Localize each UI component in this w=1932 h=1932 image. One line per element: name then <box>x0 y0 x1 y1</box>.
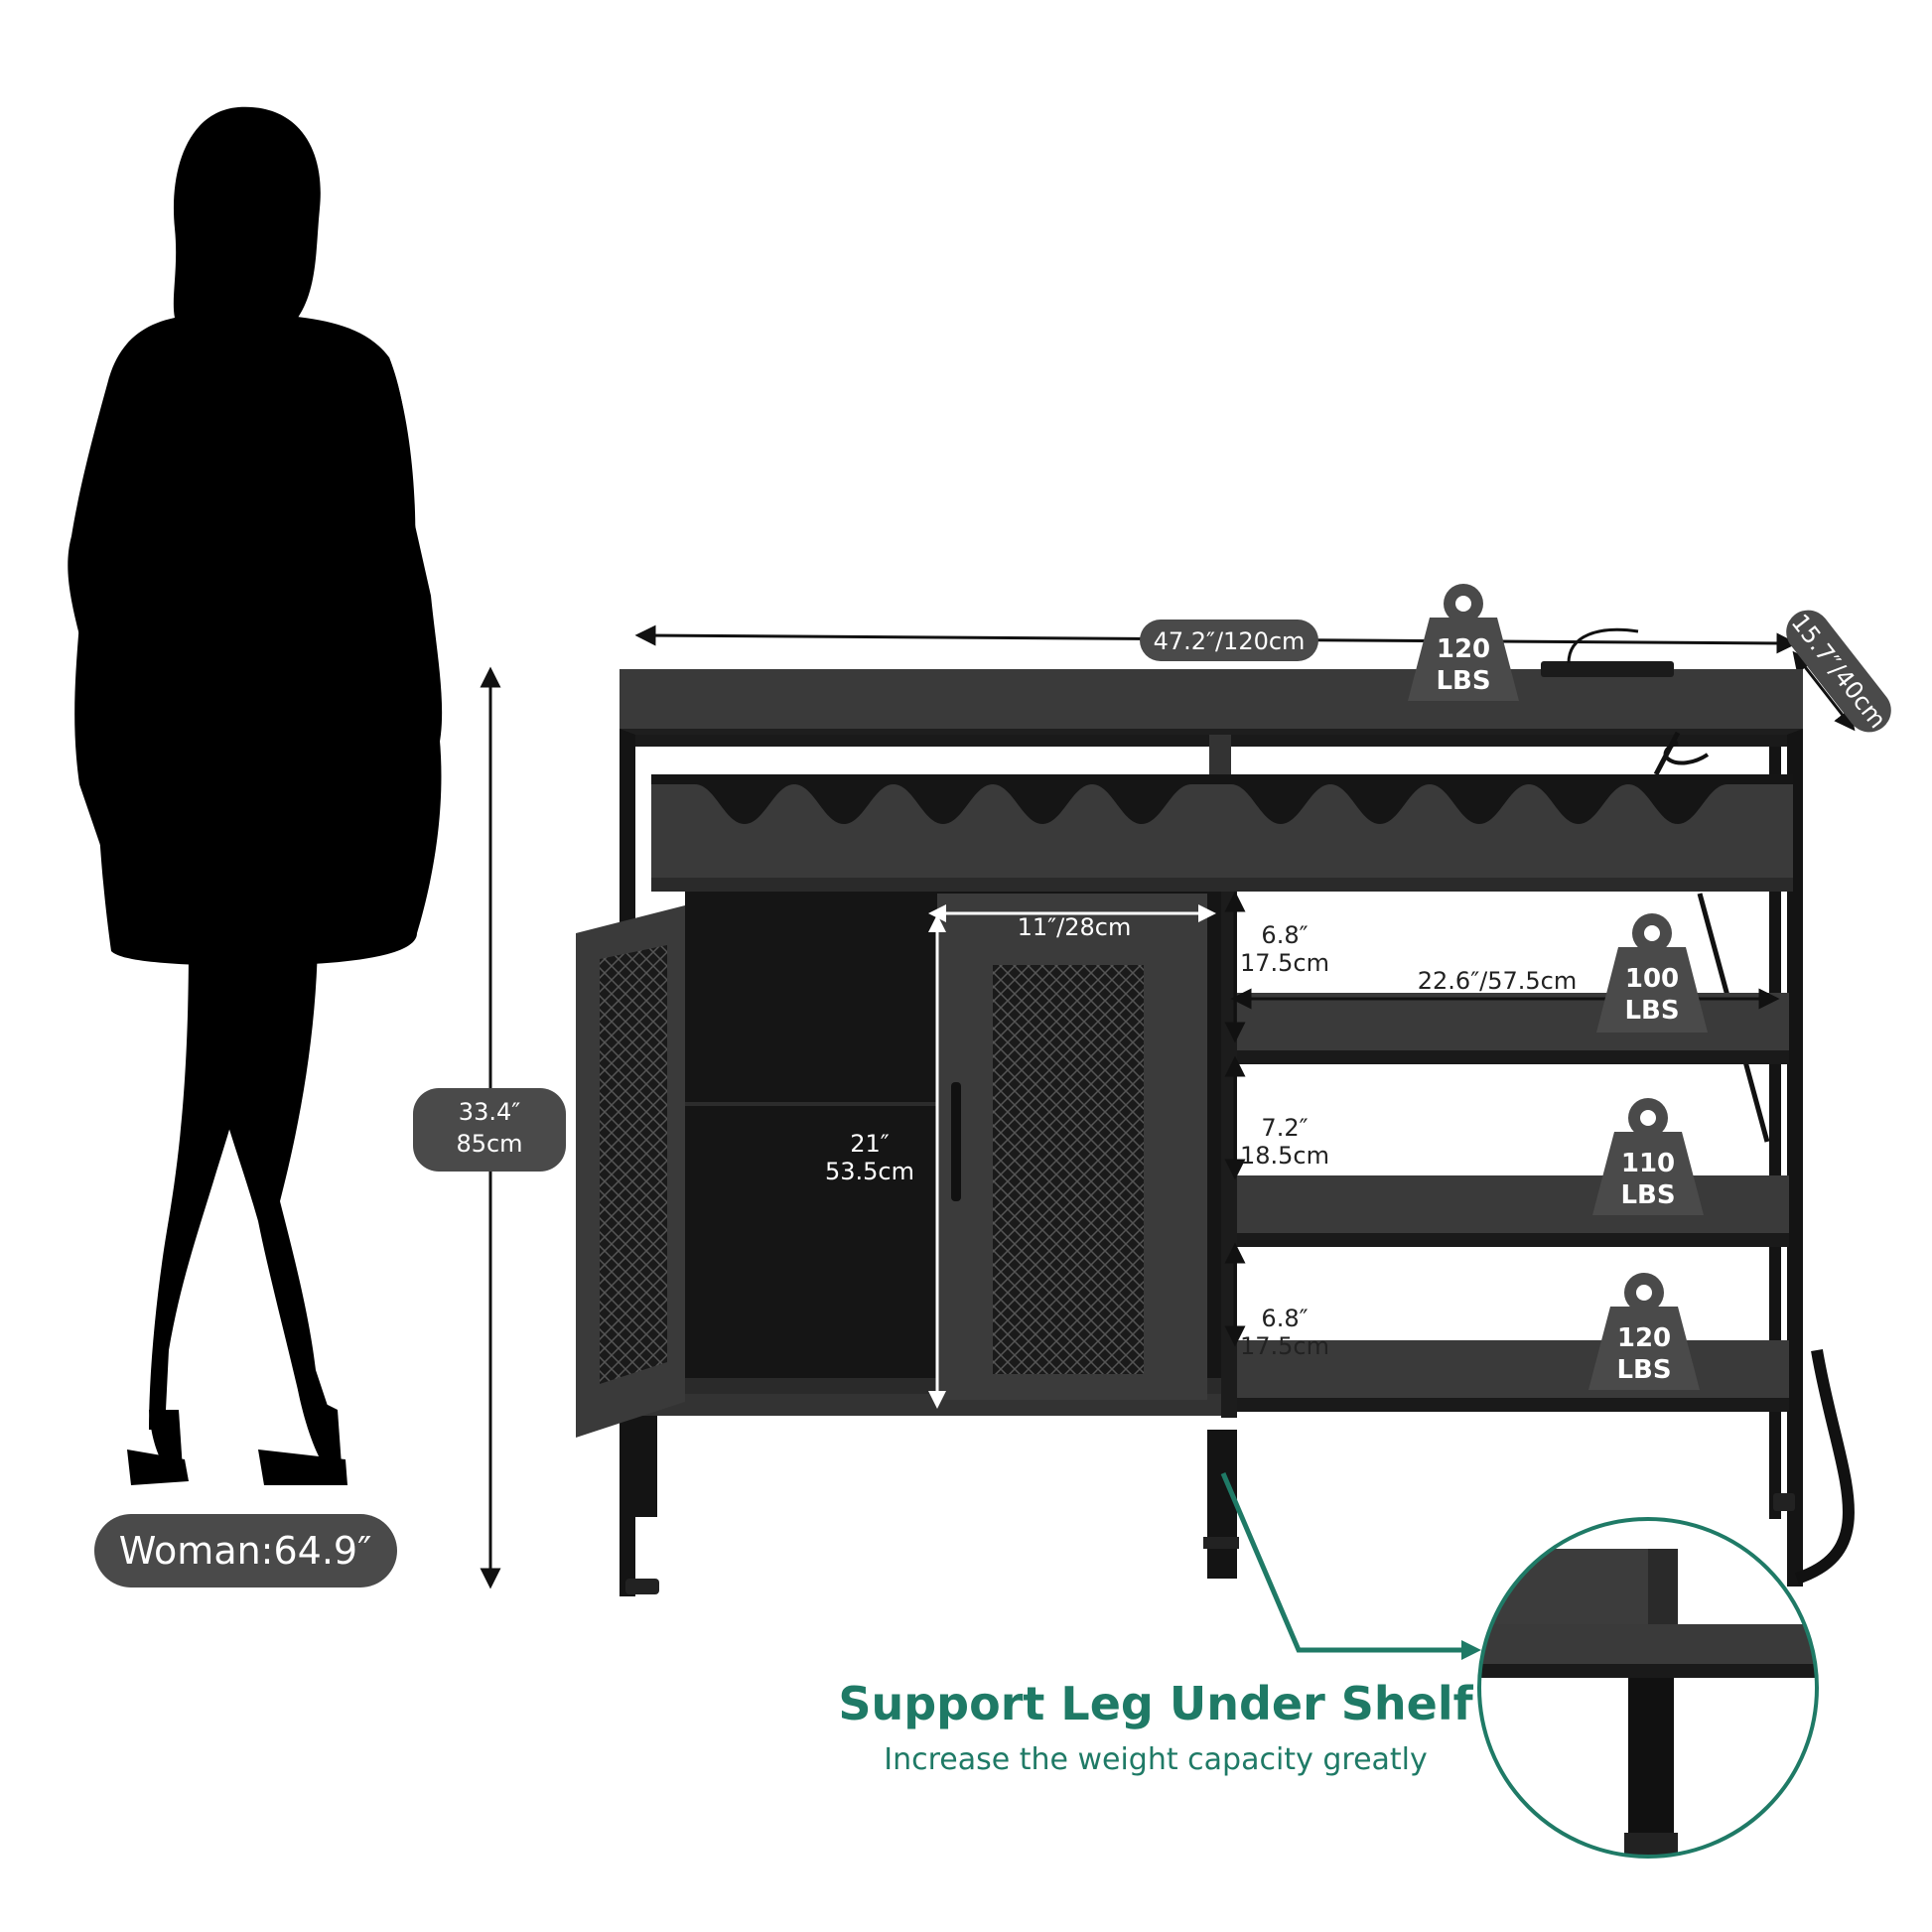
woman-height-text: Woman:64.9″ <box>119 1529 372 1573</box>
weight-top-unit: LBS <box>1436 666 1490 696</box>
weight-badge-top: 120 LBS <box>1408 584 1519 701</box>
woman-silhouette <box>68 106 443 1485</box>
weight-badge-shelf3: 120 LBS <box>1588 1273 1700 1390</box>
gap2-cm-text: 18.5cm <box>1240 1142 1329 1170</box>
shelf-gap-dimensions: 6.8″ 17.5cm 7.2″ 18.5cm 6.8″ 17.5cm 22.6… <box>1224 891 1780 1360</box>
weight-shelf3-unit: LBS <box>1616 1355 1671 1385</box>
callout-subtitle: Increase the weight capacity greatly <box>884 1742 1428 1777</box>
weight-badge-shelf1: 100 LBS <box>1596 913 1708 1033</box>
zoom-circle-outline <box>1477 1517 1819 1859</box>
door-width-text: 11″/28cm <box>1018 913 1132 941</box>
weight-shelf2-value: 110 <box>1621 1149 1675 1178</box>
woman-height-label: Woman:64.9″ <box>94 1514 397 1587</box>
support-leg-callout: Support Leg Under Shelf Increase the wei… <box>838 1472 1819 1859</box>
weight-shelf1-unit: LBS <box>1624 996 1679 1026</box>
weight-shelf2-unit: LBS <box>1620 1180 1675 1210</box>
height-dimension: 33.4″ 85cm <box>413 666 566 1589</box>
shelf-width-text: 22.6″/57.5cm <box>1418 967 1578 995</box>
gap3-cm-text: 17.5cm <box>1240 1332 1329 1360</box>
width-dimension: 47.2″/120cm <box>634 620 1798 661</box>
cabinet-height-in-text: 21″ <box>850 1130 890 1158</box>
weight-shelf1-value: 100 <box>1625 964 1679 994</box>
height-cm-text: 85cm <box>456 1130 522 1158</box>
weight-badge-shelf2: 110 LBS <box>1592 1098 1704 1215</box>
callout-title: Support Leg Under Shelf <box>838 1677 1473 1730</box>
gap2-in-text: 7.2″ <box>1261 1114 1308 1142</box>
zoom-detail <box>1479 1519 1817 1857</box>
cabinet-inner-dimensions: 11″/28cm 21″ 53.5cm <box>825 904 1216 1409</box>
weight-top-value: 120 <box>1437 634 1490 664</box>
width-text: 47.2″/120cm <box>1154 627 1306 655</box>
gap1-cm-text: 17.5cm <box>1240 949 1329 977</box>
cabinet-height-cm-text: 53.5cm <box>825 1158 914 1185</box>
gap3-in-text: 6.8″ <box>1261 1305 1308 1332</box>
gap1-in-text: 6.8″ <box>1261 921 1308 949</box>
weight-shelf3-value: 120 <box>1617 1323 1671 1353</box>
height-in-text: 33.4″ <box>459 1098 520 1126</box>
